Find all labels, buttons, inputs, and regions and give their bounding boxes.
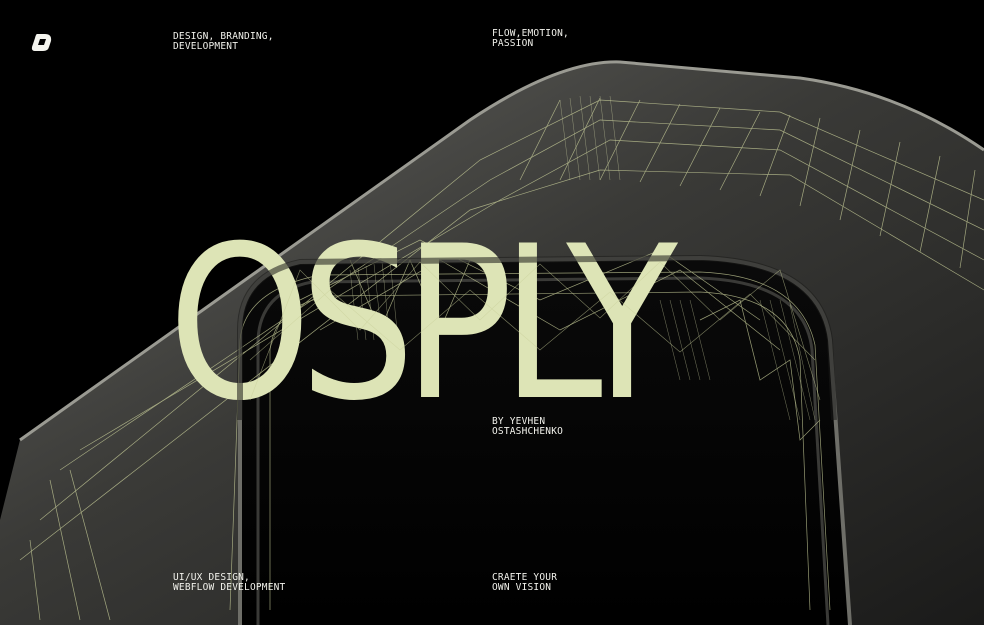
services-text: UI/UX DESIGN, WEBFLOW DEVELOPMENT	[173, 573, 285, 593]
author-credit-line1: BY YEVHEN	[492, 416, 546, 427]
tagline-top-right-line2: PASSION	[492, 38, 534, 49]
cta-line1: CRAETE YOUR	[492, 572, 558, 583]
tagline-top-right: FLOW,EMOTION, PASSION	[492, 29, 569, 49]
cta-text[interactable]: CRAETE YOUR OWN VISION	[492, 573, 557, 593]
services-line2: WEBFLOW DEVELOPMENT	[173, 582, 286, 593]
cta-line2: OWN VISION	[492, 582, 552, 593]
author-credit-line2: OSTASHCHENKO	[492, 426, 564, 437]
tagline-top-left-line2: DEVELOPMENT	[173, 41, 239, 52]
tagline-top-left-line1: DESIGN, BRANDING,	[173, 31, 274, 42]
author-credit: BY YEVHEN OSTASHCHENKO	[492, 417, 563, 437]
tagline-top-right-line1: FLOW,EMOTION,	[492, 28, 569, 39]
services-line1: UI/UX DESIGN,	[173, 572, 250, 583]
tagline-top-left: DESIGN, BRANDING, DEVELOPMENT	[173, 32, 274, 52]
ospl-logo-icon[interactable]	[31, 30, 55, 54]
brand-title: OSPLY	[168, 200, 678, 447]
